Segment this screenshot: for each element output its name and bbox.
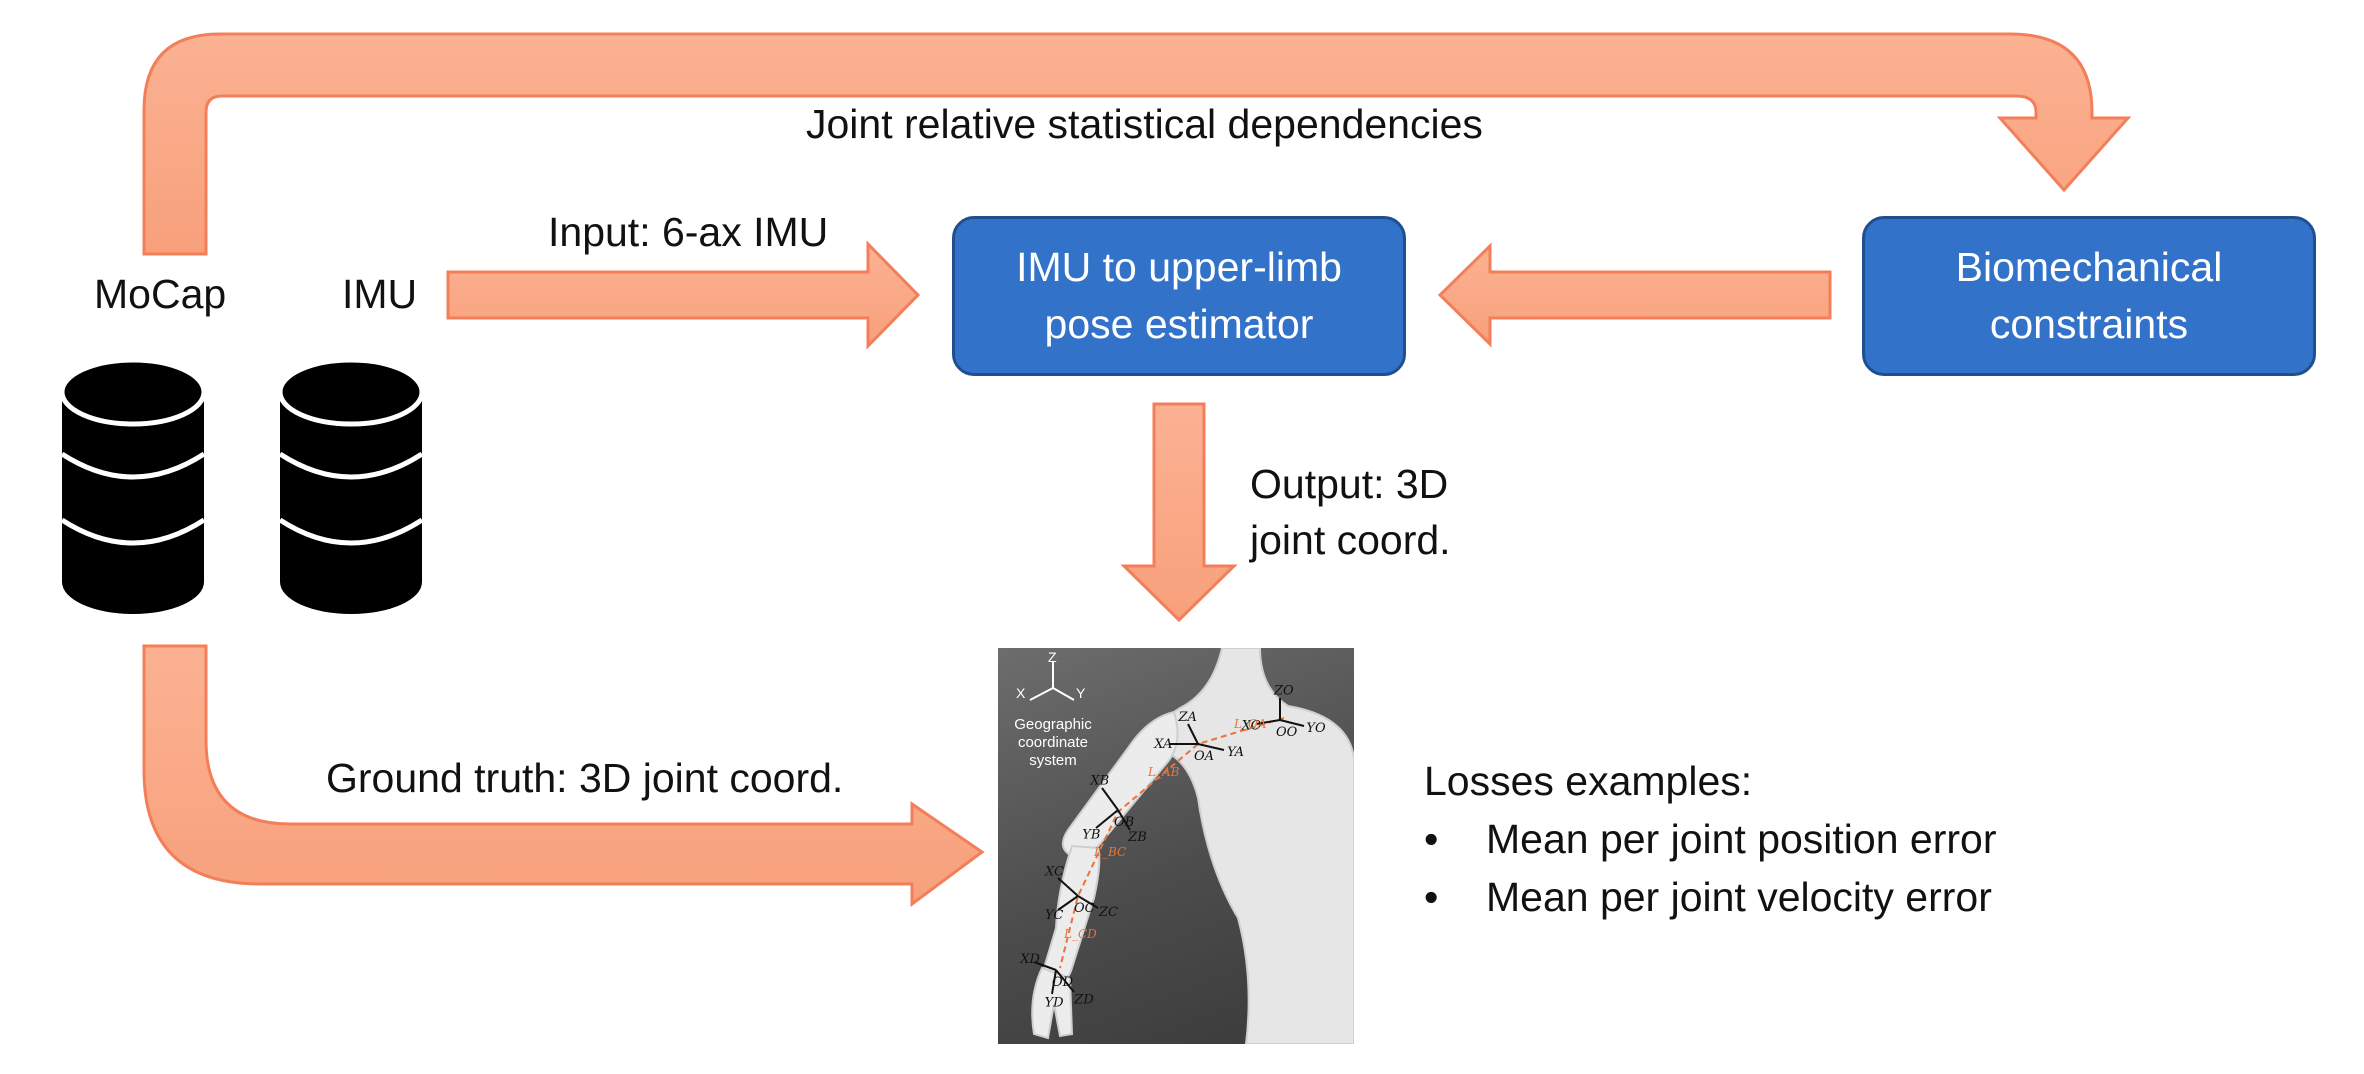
constraints-line2: constraints [1989, 301, 2189, 347]
frame-axis-line [1051, 969, 1057, 995]
ground-truth-arrow [142, 644, 985, 907]
frame-axis-label: ZC [1098, 905, 1118, 920]
pose-estimator-box: IMU to upper-limb pose estimator [952, 216, 1406, 376]
top-arrow-label: Joint relative statistical dependencies [806, 101, 1483, 147]
frame-axis-line [1101, 787, 1119, 811]
frame-axis-line [1279, 719, 1305, 727]
biomechanical-constraints-box: Biomechanical constraints [1862, 216, 2316, 376]
frame-axis-line [1117, 809, 1131, 831]
mocap-label: MoCap [94, 271, 227, 317]
frame-axis-label: ZA [1178, 710, 1197, 725]
output-label-line1: Output: 3D [1250, 461, 1449, 507]
output-arrow [1120, 402, 1238, 623]
frame-axis-label: ZO [1273, 683, 1294, 698]
segment-label: L_AB [1147, 765, 1180, 779]
frame-axis-label: ZB [1127, 830, 1147, 845]
imu-database-icon [277, 357, 425, 614]
frame-axis-label: ZD [1073, 993, 1094, 1008]
mocap-database-icon [59, 357, 207, 614]
frame-origin-label: OO [1276, 725, 1298, 740]
frame-axis-line [1077, 895, 1099, 909]
frame-axis-line [1255, 719, 1281, 725]
frame-axis-label: XO [1241, 718, 1262, 733]
geo-axis-x: X [1016, 685, 1026, 701]
geo-axis-z: Z [1048, 649, 1057, 665]
frame-axis-label: YA [1227, 745, 1244, 760]
top-curved-arrow [142, 32, 2132, 256]
frame-axis-label: YB [1082, 827, 1100, 842]
ground-truth-label: Ground truth: 3D joint coord. [326, 755, 844, 801]
frame-axis-line [1187, 723, 1199, 745]
output-label-line2: joint coord. [1250, 517, 1451, 563]
constraints-arrow [1437, 242, 1832, 348]
input-label: Input: 6-ax IMU [548, 209, 829, 255]
input-arrow [446, 240, 921, 350]
frame-axis-line [1055, 969, 1075, 993]
segment-line [1059, 717, 1285, 969]
frame-axis-line [1095, 809, 1119, 829]
hand-shape [1031, 966, 1074, 1040]
frame-axis-label: YO [1306, 721, 1326, 736]
frame-axis-line [1033, 961, 1057, 971]
frame-origin-label: OA [1194, 749, 1214, 764]
pose-estimator-line1: IMU to upper-limb [1016, 243, 1342, 290]
frame-axis-line [1057, 877, 1079, 897]
frame-axis-label: YD [1045, 995, 1065, 1010]
losses-list: Mean per joint position error Mean per j… [1424, 810, 1996, 926]
frame-axis-line [1197, 743, 1225, 751]
imu-label: IMU [342, 271, 418, 317]
frame-origin-label: OC [1074, 901, 1095, 916]
losses-title: Losses examples: [1424, 758, 1753, 804]
segment-label: L_CD [1063, 927, 1097, 941]
frame-origin-label: OB [1114, 815, 1134, 830]
frame-axis-line [1057, 895, 1079, 911]
frame-axis-label: XC [1044, 865, 1064, 880]
geo-caption: Geographic coordinate system [1014, 716, 1092, 769]
torso-shape [1154, 648, 1354, 1044]
segment-label: L_OA [1233, 717, 1267, 731]
loss-item: Mean per joint position error [1424, 810, 1996, 868]
frame-axis-label: XA [1153, 737, 1172, 752]
frame-axis-label: XB [1089, 773, 1109, 788]
geographic-axes-icon [1029, 662, 1075, 701]
constraints-line1: Biomechanical [1955, 243, 2223, 290]
geo-axis-y: Y [1076, 685, 1086, 701]
loss-item: Mean per joint velocity error [1424, 868, 1996, 926]
frame-axis-label: YC [1045, 908, 1063, 923]
pose-estimator-line2: pose estimator [1044, 301, 1314, 347]
losses-block: Losses examples: Mean per joint position… [1424, 752, 1996, 926]
segment-label: L_BC [1093, 845, 1126, 859]
frame-axis-label: XD [1019, 952, 1040, 967]
